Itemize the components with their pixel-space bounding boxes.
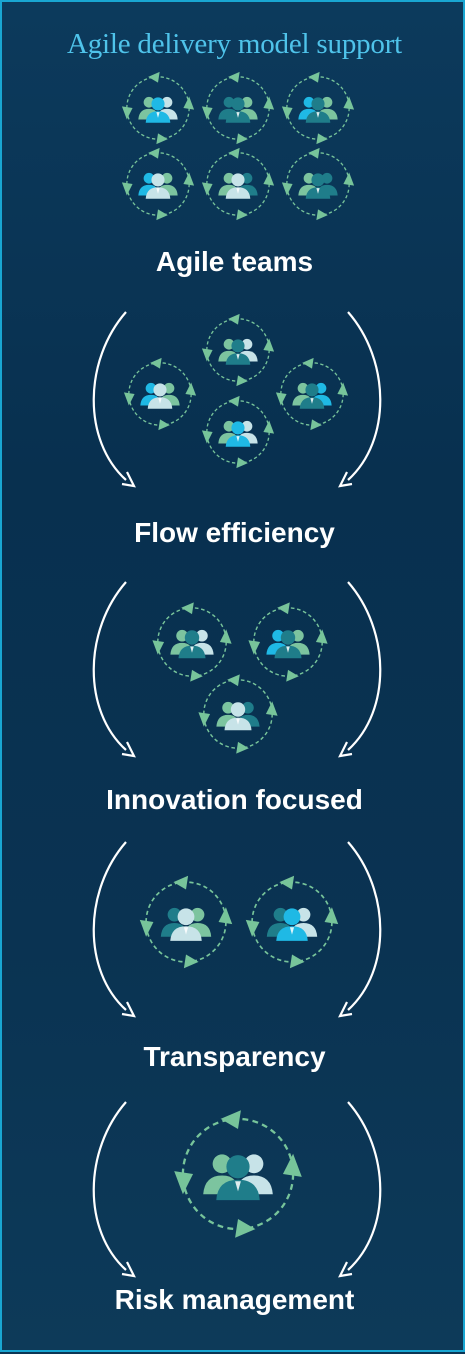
curved-arrow-icon xyxy=(338,840,382,1018)
curved-arrow-icon xyxy=(338,580,382,758)
team-cycle-icon xyxy=(281,71,355,145)
stage-label-transparency: Transparency xyxy=(143,1041,326,1072)
stage-label-agile-teams: Agile teams xyxy=(155,246,314,277)
curved-arrow-icon xyxy=(92,840,136,1018)
team-cycle-icon xyxy=(247,601,329,683)
team-cycle-icon xyxy=(275,357,349,431)
team-cycle-icon xyxy=(151,601,233,683)
team-cycle-icon xyxy=(121,147,195,221)
stage-label-risk-management: Risk management xyxy=(114,1284,355,1315)
curved-arrow-icon xyxy=(92,580,136,758)
team-cycle-icon xyxy=(121,71,195,145)
team-cycle-icon xyxy=(197,673,279,755)
team-cycle-icon xyxy=(201,395,275,469)
team-cycle-icon xyxy=(201,147,275,221)
team-cycle-icon xyxy=(244,874,340,970)
team-cycle-icon xyxy=(281,147,355,221)
team-cycle-icon xyxy=(138,874,234,970)
team-cycle-icon xyxy=(173,1109,303,1239)
team-cycle-icon xyxy=(123,357,197,431)
team-cycle-icon xyxy=(201,313,275,387)
diagram-title: Agile delivery model support xyxy=(66,28,403,60)
curved-arrow-icon xyxy=(92,1100,136,1278)
stage-label-flow-efficiency: Flow efficiency xyxy=(134,517,335,548)
stage-label-innovation-focused: Innovation focused xyxy=(106,784,363,815)
curved-arrow-icon xyxy=(338,1100,382,1278)
curved-arrow-icon xyxy=(338,310,382,488)
team-cycle-icon xyxy=(201,71,275,145)
